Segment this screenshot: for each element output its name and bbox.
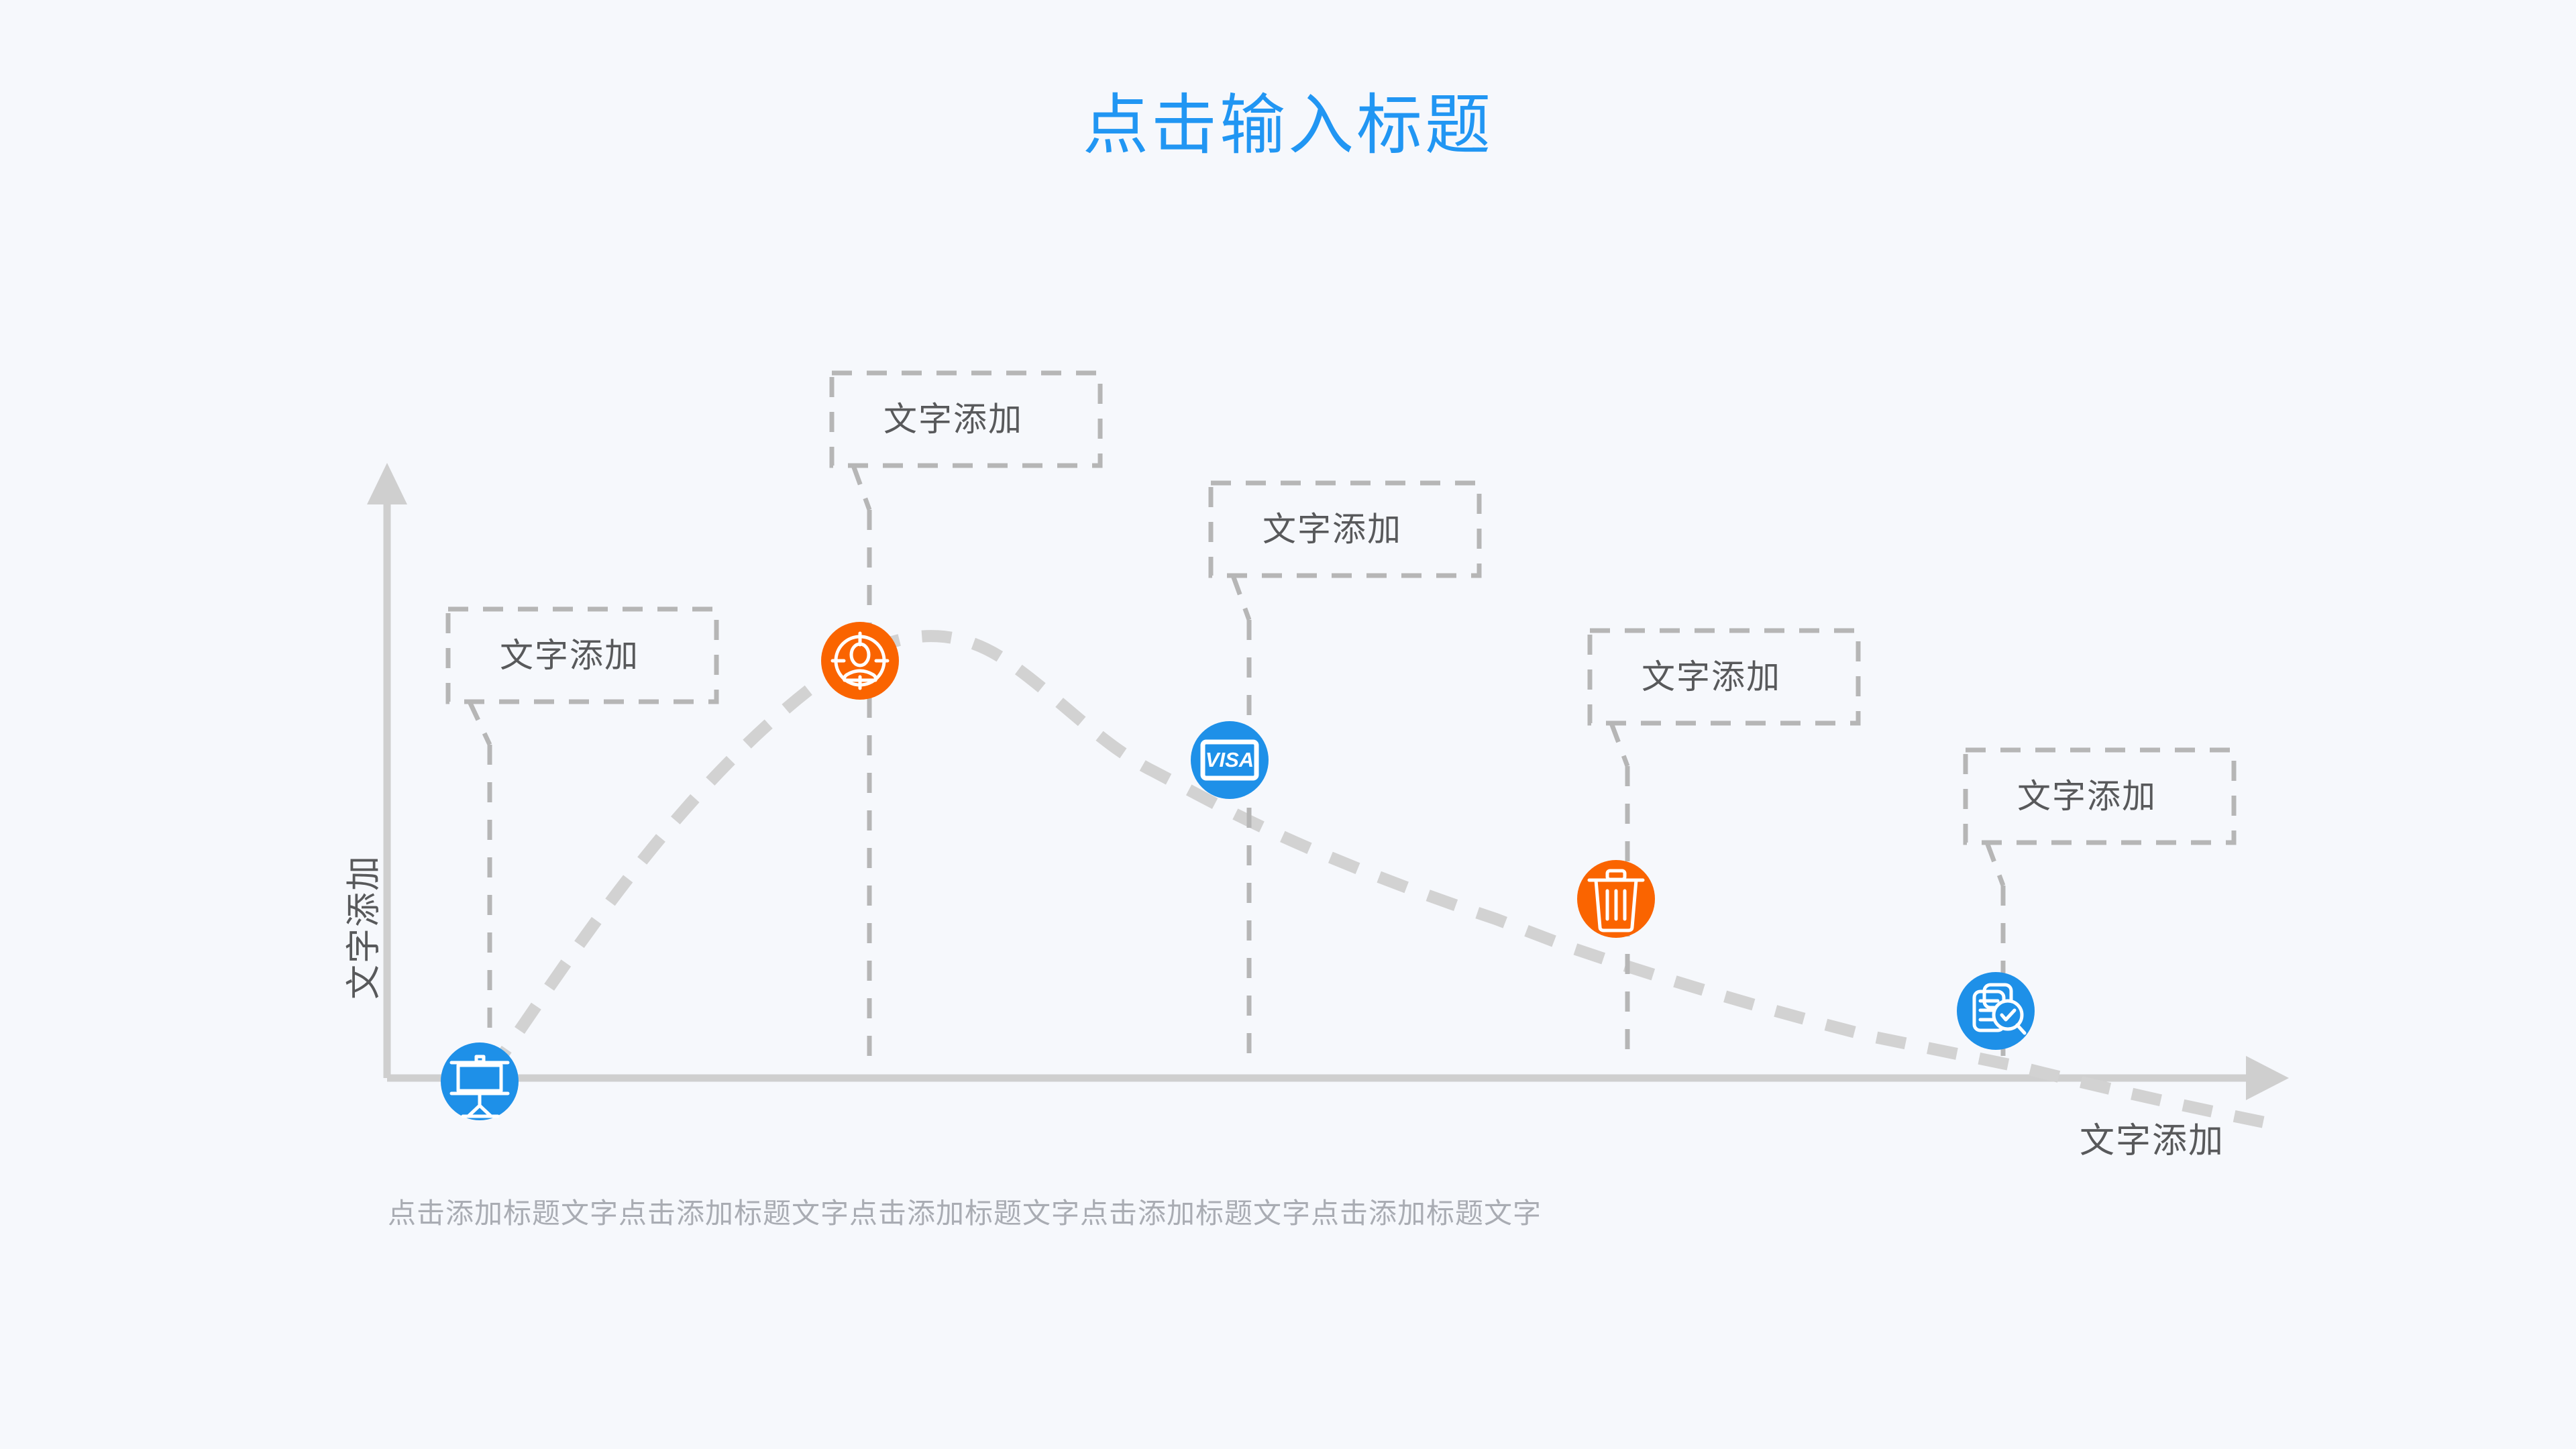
callout-label-2: 文字添加 (883, 400, 1023, 438)
user-target-icon (830, 631, 890, 690)
callout-box-1[interactable] (445, 606, 719, 1046)
callout-box-4[interactable] (1587, 628, 1861, 1059)
y-axis (367, 463, 407, 1078)
callout-box-2[interactable] (829, 370, 1103, 1057)
callout-label-3: 文字添加 (1263, 511, 1402, 548)
trend-curve (484, 630, 2282, 1132)
callout-label-4: 文字添加 (1642, 658, 1781, 696)
presentation-screen-icon (449, 1055, 510, 1118)
y-axis-label: 文字添加 (345, 854, 384, 1000)
node-2[interactable] (821, 622, 899, 700)
bottom-caption: 点击添加标题文字点击添加标题文字点击添加标题文字点击添加标题文字点击添加标题文字 (388, 1199, 1542, 1230)
document-review-icon (1972, 983, 2027, 1035)
trash-bin-icon (1587, 869, 1645, 932)
callout-label-5: 文字添加 (2017, 777, 2157, 815)
x-axis-label: 文字添加 (2080, 1122, 2225, 1161)
node-3[interactable]: VISA (1191, 721, 1269, 799)
callout-label-1: 文字添加 (500, 637, 639, 674)
node-4[interactable] (1577, 860, 1655, 938)
svg-text:VISA: VISA (1205, 748, 1254, 771)
callout-box-5[interactable] (1963, 747, 2237, 1060)
node-5[interactable] (1957, 972, 2035, 1050)
page-title: 点击输入标题 (1082, 90, 1493, 162)
node-1[interactable] (441, 1042, 519, 1120)
x-axis (387, 1056, 2289, 1100)
callout-box-3[interactable] (1208, 480, 1482, 1059)
visa-card-icon: VISA (1200, 739, 1259, 781)
